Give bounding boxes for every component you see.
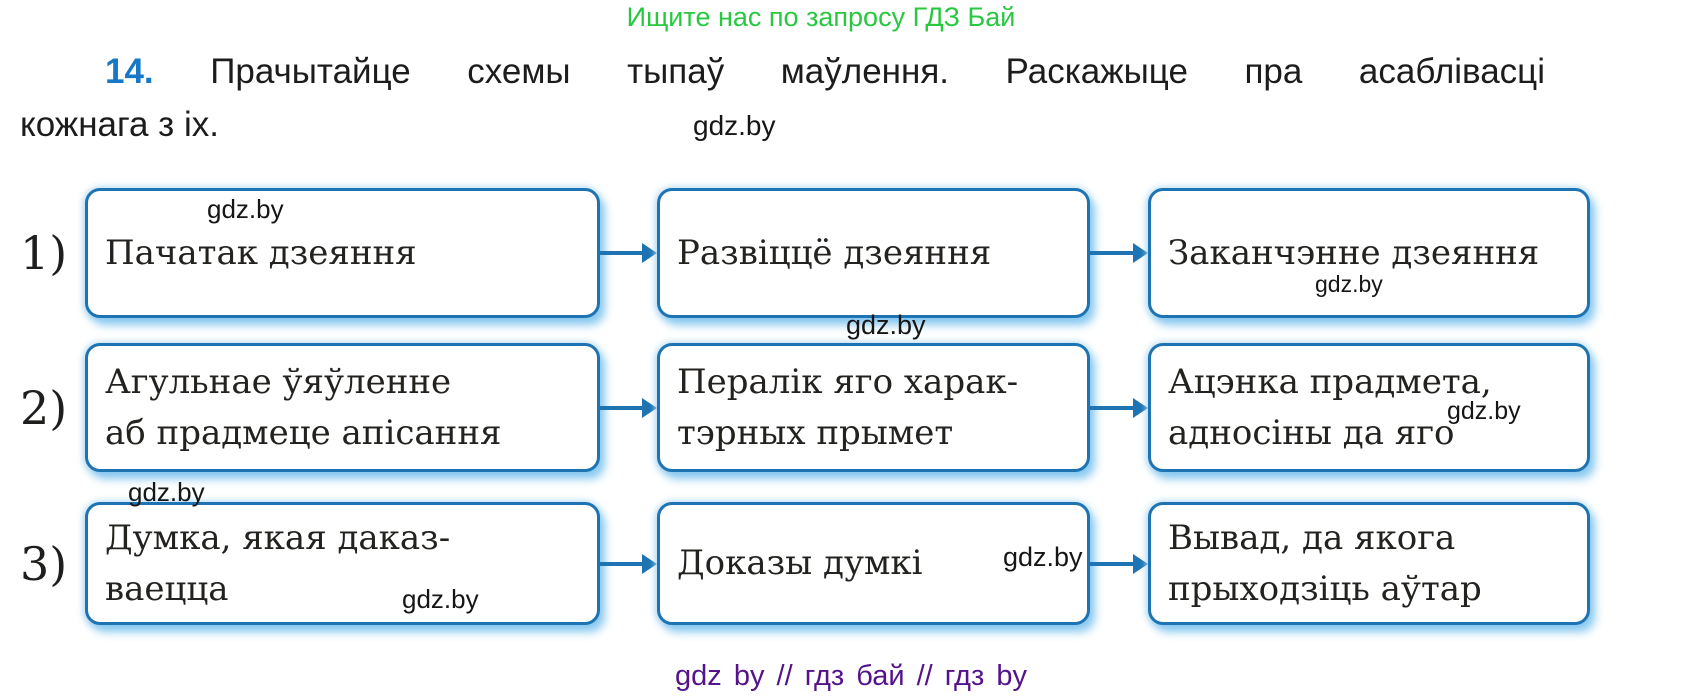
- scheme-box-text: прыходзіць аўтар: [1168, 568, 1482, 609]
- scheme-box: Заканчэнне дзеяння: [1148, 188, 1590, 318]
- exercise-heading: 14. Прачытайце схемы тыпаў маўлення. Рас…: [20, 52, 1545, 145]
- scheme-box: Думка, якая даказ- ваецца: [85, 502, 600, 625]
- scheme-box-text: ваецца: [105, 568, 229, 609]
- scheme-box-text: Вывад, да якога: [1168, 517, 1456, 558]
- arrow-right-icon: [1090, 502, 1148, 625]
- watermark-text: gdz.by: [207, 194, 284, 224]
- scheme-box-text: Думка, якая даказ-: [105, 517, 451, 558]
- watermark-text: gdz.by: [1003, 542, 1083, 572]
- scheme-row-reasoning: 3) Думка, якая даказ- ваецца Доказы думк…: [0, 502, 1590, 625]
- arrow-right-icon: [600, 343, 657, 472]
- scheme-box: Ацэнка прадмета, адносіны да яго: [1148, 343, 1590, 472]
- exercise-task-text: Прачытайце схемы тыпаў маўлення. Раскажы…: [210, 52, 1546, 91]
- arrow-right-icon: [1090, 188, 1148, 318]
- footer-search-terms: gdz by // гдз бай // гдз by: [675, 660, 1027, 692]
- watermark-text: gdz.by: [846, 310, 926, 340]
- scheme-row-narrative: 1) Пачатак дзеяння Развіццё дзеяння Зака…: [0, 188, 1590, 318]
- row-number-label: 2): [20, 380, 68, 435]
- scheme-box-text: Ацэнка прадмета,: [1168, 361, 1492, 402]
- speech-types-diagram: 1) Пачатак дзеяння Развіццё дзеяння Зака…: [0, 188, 1590, 625]
- watermark-text: gdz.by: [693, 110, 776, 141]
- scheme-box-text: Агульнае ўяўленне: [105, 361, 452, 402]
- watermark-text: gdz.by: [128, 477, 205, 507]
- scheme-box: Пералік яго харак- тэрных прымет: [657, 343, 1090, 472]
- scheme-box-text: Доказы думкі: [677, 543, 923, 583]
- scheme-box-text: Пералік яго харак-: [677, 361, 1019, 402]
- row-number-label: 1): [20, 226, 68, 280]
- scheme-box-text: аб прадмеце апісання: [105, 412, 502, 453]
- scheme-box-text: тэрных прымет: [677, 412, 954, 453]
- scheme-box: Вывад, да якога прыходзіць аўтар: [1148, 502, 1590, 625]
- watermark-text: gdz.by: [1315, 271, 1383, 297]
- scheme-box-text: Заканчэнне дзеяння: [1168, 232, 1540, 273]
- watermark-text: gdz.by: [1447, 397, 1521, 425]
- promo-banner: Ищите нас по запросу ГДЗ Бай: [626, 2, 1016, 32]
- arrow-right-icon: [1090, 343, 1148, 472]
- scheme-box: Доказы думкі: [657, 502, 1090, 625]
- exercise-heading-line2: кожнага з іх.: [20, 105, 219, 144]
- scheme-box: Агульнае ўяўленне аб прадмеце апісання: [85, 343, 600, 472]
- exercise-heading-line1: 14. Прачытайце схемы тыпаў маўлення. Рас…: [105, 52, 1545, 102]
- row-number-label: 3): [20, 536, 68, 591]
- scheme-box: Пачатак дзеяння: [85, 188, 600, 318]
- arrow-right-icon: [600, 502, 657, 625]
- scheme-row-description: 2) Агульнае ўяўленне аб прадмеце апісанн…: [0, 343, 1590, 472]
- scheme-box-text: Развіццё дзеяння: [677, 232, 992, 273]
- scheme-box-text: адносіны да яго: [1168, 412, 1455, 453]
- scheme-box: Развіццё дзеяння: [657, 188, 1090, 318]
- watermark-text: gdz.by: [402, 584, 479, 614]
- exercise-number: 14.: [105, 52, 154, 91]
- arrow-right-icon: [600, 188, 657, 318]
- scheme-box-text: Пачатак дзеяння: [105, 232, 417, 273]
